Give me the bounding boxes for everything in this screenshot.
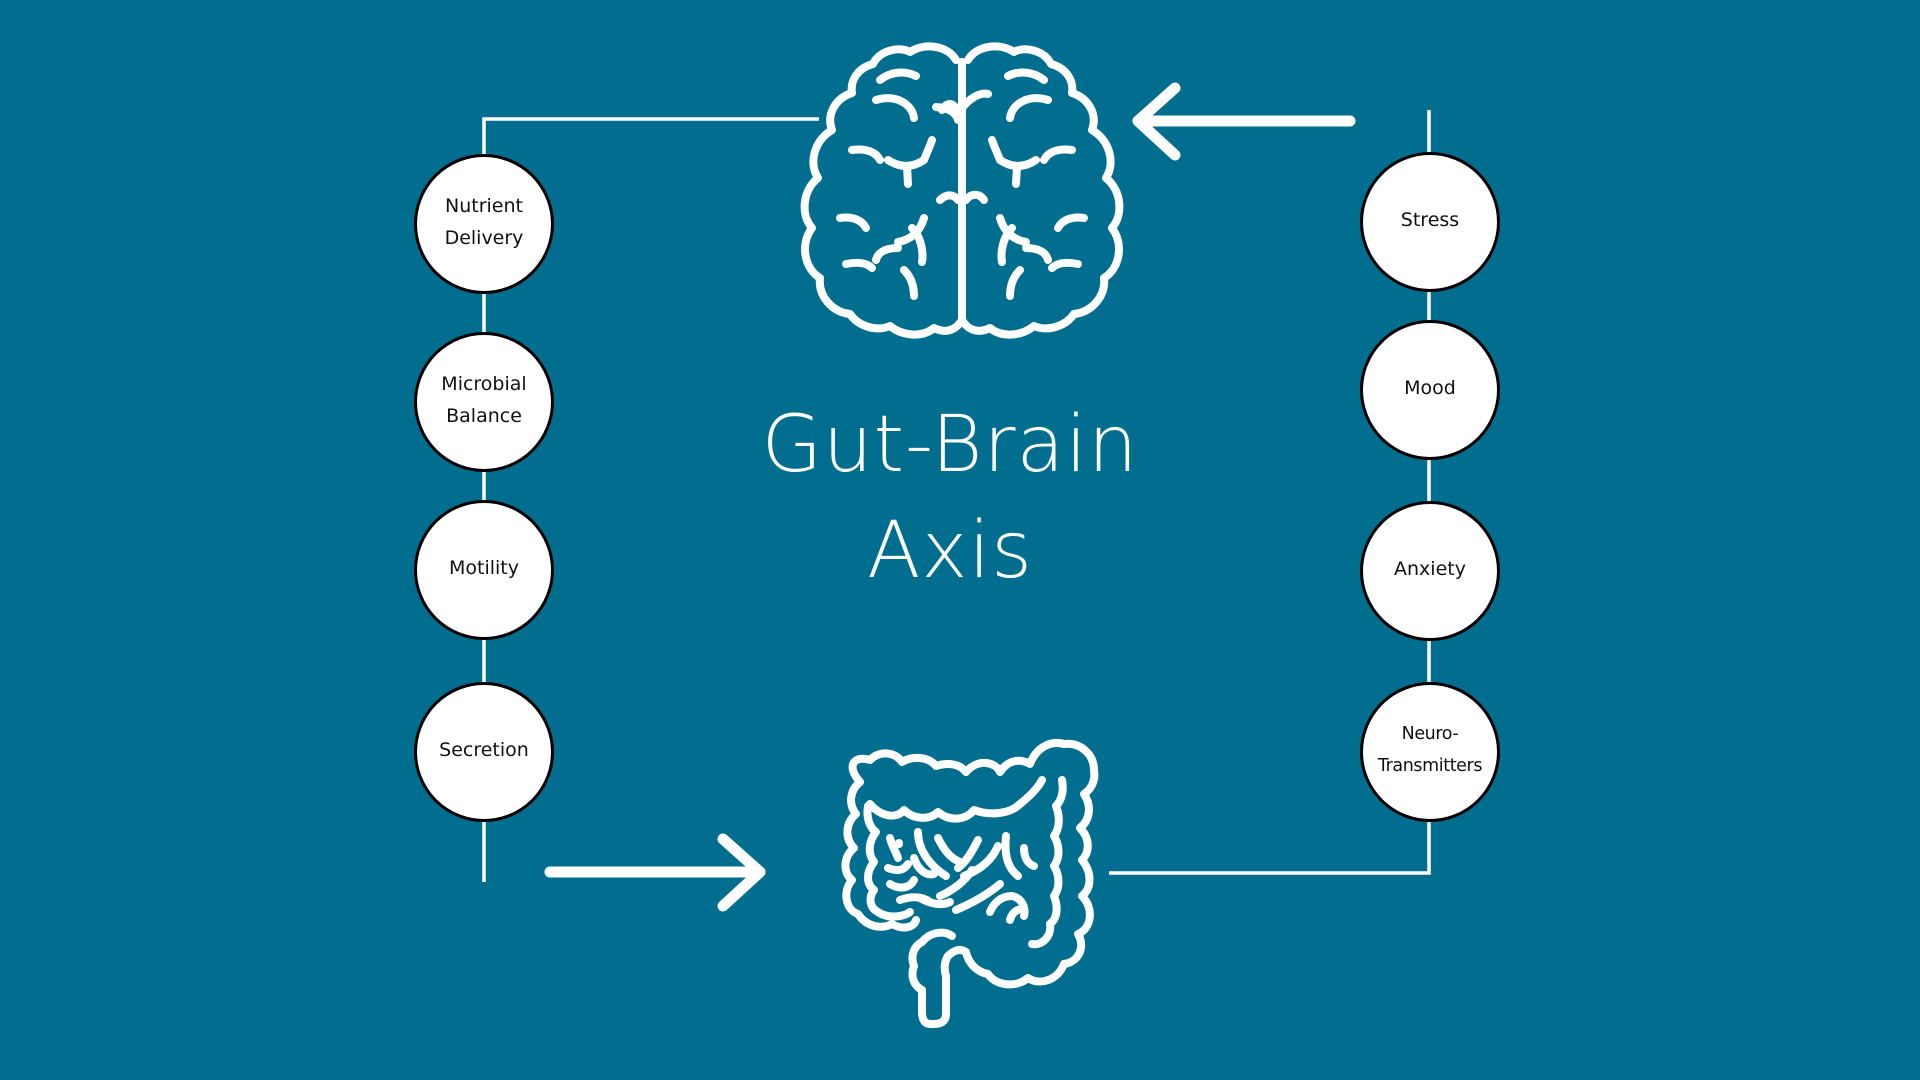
node-label: Nutrient (445, 195, 523, 217)
arrow-left-icon (1132, 82, 1356, 161)
node-label: Anxiety (1394, 558, 1466, 580)
node-label: Secretion (439, 739, 529, 761)
title-line-2: Axis (867, 506, 1033, 596)
title-line-1: Gut-Brain (761, 400, 1139, 490)
brain-icon (800, 42, 1124, 339)
node-label: Motility (449, 557, 519, 579)
node-label: Mood (1404, 377, 1456, 399)
node-label: Neuro- (1401, 724, 1459, 744)
node-label: Balance (446, 405, 522, 427)
intestine-icon (841, 739, 1099, 1028)
node-motility: Motility (414, 500, 554, 640)
node-anxiety: Anxiety (1360, 501, 1500, 641)
node-neurotransmitters: Neuro- Transmitters (1360, 682, 1500, 822)
node-mood: Mood (1360, 320, 1500, 460)
node-stress: Stress (1360, 152, 1500, 292)
node-label: Stress (1400, 209, 1460, 231)
arrow-right-icon (544, 833, 766, 912)
node-secretion: Secretion (414, 682, 554, 822)
diagram-title: Gut-Brain Axis (660, 392, 1240, 604)
node-label: Microbial (441, 373, 527, 395)
node-label: Transmitters (1377, 756, 1483, 776)
node-label: Delivery (444, 227, 524, 249)
